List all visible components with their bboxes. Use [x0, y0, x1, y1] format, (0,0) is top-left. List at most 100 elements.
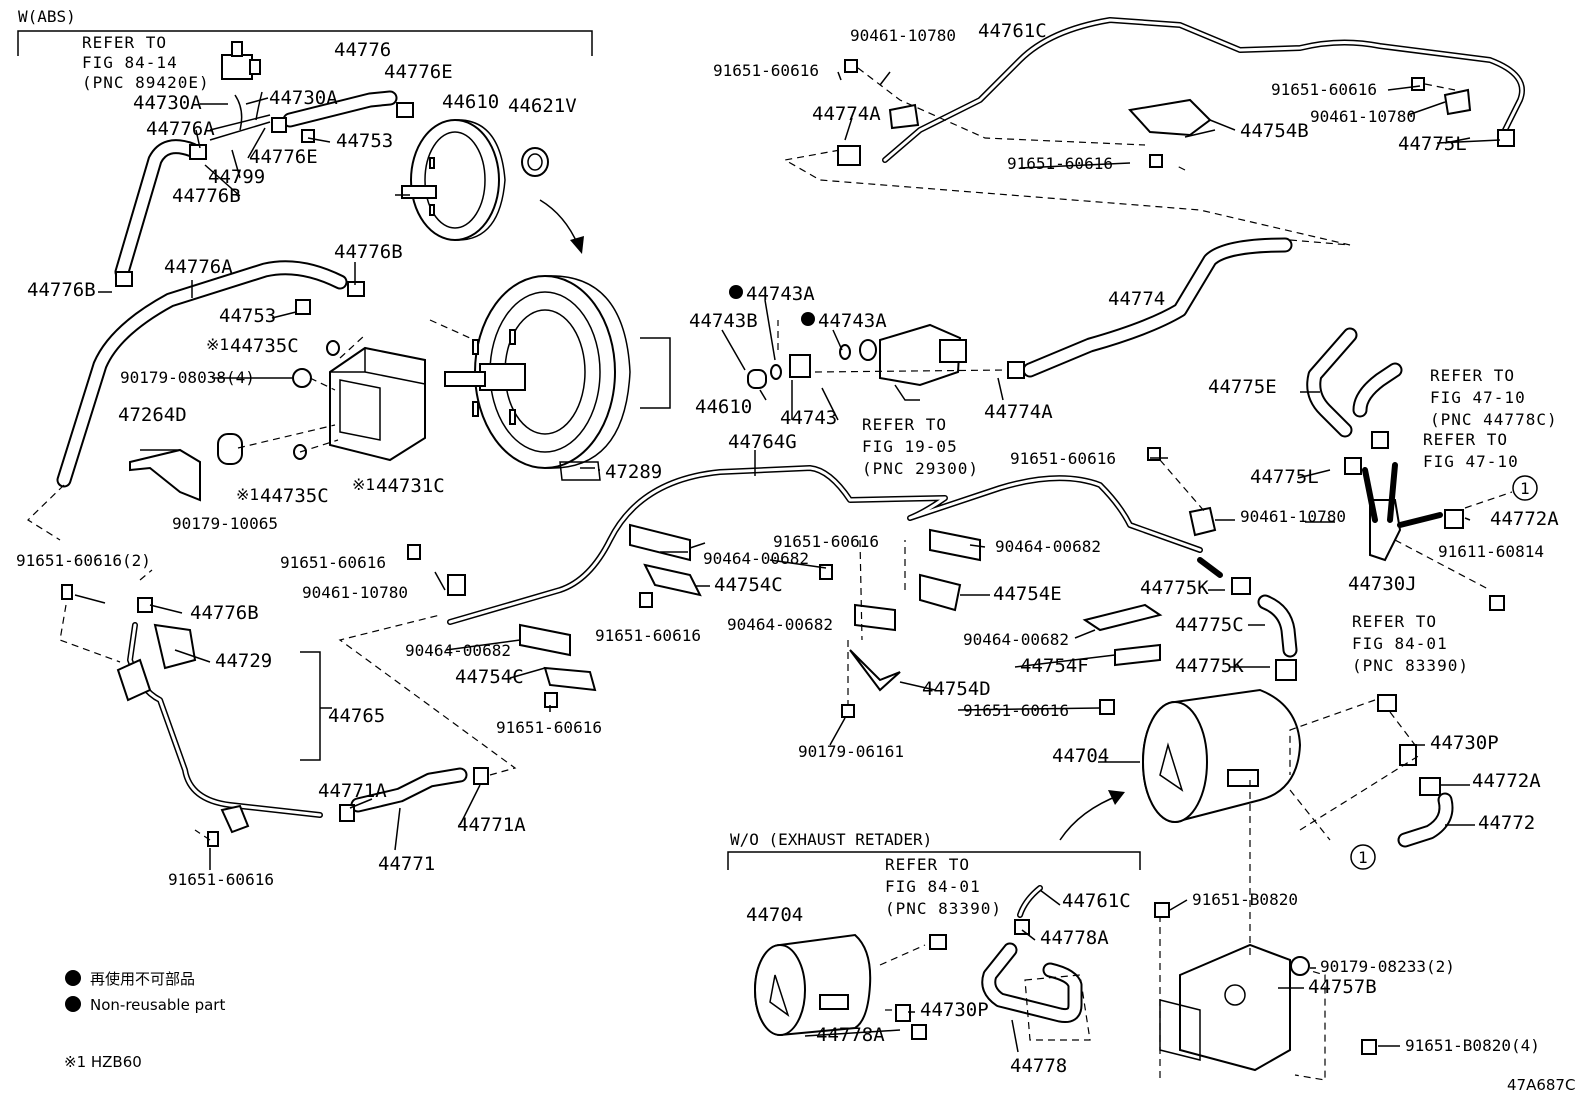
label-90461-10780-d: 90461-10780: [302, 583, 408, 602]
ref-fig19-05-l3: (PNC 29300): [862, 459, 979, 478]
label-44757b: 44757B: [1308, 976, 1377, 998]
ref-fig84-01b-l1: REFER TO: [885, 855, 970, 874]
label-44743a-a: 44743A: [746, 283, 815, 305]
label-44754d: 44754D: [922, 678, 991, 700]
label-44774a-b: 44774A: [812, 103, 881, 125]
bracket-44754f: [1114, 643, 1161, 667]
label-44776b-d: 44776B: [190, 602, 259, 624]
legend-en: Non-reusable part: [90, 996, 225, 1014]
nonreusable-dot-b: [801, 312, 815, 326]
label-44778a-a: 44778A: [1040, 927, 1109, 949]
label-44704-a: 44704: [1052, 745, 1109, 767]
label-91651-60616-f: 91651-60616: [595, 626, 701, 645]
seal-ring: [521, 147, 549, 177]
label-44729: 44729: [215, 650, 272, 672]
label-44776a-b: 44776A: [164, 256, 233, 278]
ref-fig47-10b-l1: REFER TO: [1423, 430, 1508, 449]
clamp-90461-c: [1188, 506, 1217, 537]
clamp-90464-e: [1082, 603, 1163, 632]
label-44754c-b: 44754C: [455, 666, 524, 688]
label-44743b: 44743B: [689, 310, 758, 332]
legend-dot-jp: [65, 970, 81, 986]
label-44776b-a: 44776B: [172, 185, 241, 207]
label-44730a-a: 44730A: [133, 92, 202, 114]
label-44753-a: 44753: [336, 130, 393, 152]
label-91651-60616-c: 91651-60616: [1271, 80, 1377, 99]
label-90464-00682-d: 90464-00682: [727, 615, 833, 634]
label-44775l-a: 44775L: [1398, 133, 1467, 155]
legend-jp: 再使用不可部品: [90, 970, 195, 988]
clamp-44754e: [919, 528, 981, 612]
booster-leader: [640, 337, 671, 409]
label-91651-60616-d: 91651-60616: [1010, 449, 1116, 468]
label-44753-b: 44753: [219, 305, 276, 327]
vacuum-pump-29300: [859, 323, 967, 401]
label-44704-b: 44704: [746, 904, 803, 926]
brake-booster-small-view: [395, 119, 506, 241]
label-91651-60616-e: 91651-60616: [773, 532, 879, 551]
ref-fig84-14-l1: REFER TO: [82, 33, 167, 52]
ref-fig84-01b-l3: (PNC 83390): [885, 899, 1002, 918]
label-44771a-a: 44771A: [318, 780, 387, 802]
label-91651-60616-a: 91651-60616: [713, 61, 819, 80]
label-44730p-b: 44730P: [920, 999, 989, 1021]
ref-fig84-01a-l2: FIG 84-01: [1352, 634, 1448, 653]
label-44731c: 44731C: [376, 475, 445, 497]
drawing-code: 47A687C: [1507, 1076, 1575, 1094]
label-44730a-b: 44730A: [269, 87, 338, 109]
label-91651-60616-b: 91651-60616: [1007, 154, 1113, 173]
label-47264d: 47264D: [118, 404, 187, 426]
label-91611-60814: 91611-60814: [1438, 542, 1544, 561]
label-44771a-b: 44771A: [457, 814, 526, 836]
label-44776b-c: 44776B: [334, 241, 403, 263]
label-44610-mid: 44610: [695, 396, 752, 418]
label-90461-10780-b: 90461-10780: [1310, 107, 1416, 126]
brake-booster: [444, 275, 631, 469]
ref-fig47-10b-l2: FIG 47-10: [1423, 452, 1519, 471]
label-44776a-a: 44776A: [146, 118, 215, 140]
label-44730j: 44730J: [1348, 573, 1417, 595]
label-44754c-a: 44754C: [714, 574, 783, 596]
ref-fig84-14-l3: (PNC 89420E): [82, 73, 210, 92]
circle-mark-top: 1: [1520, 479, 1530, 498]
bracket-44754b: [1128, 98, 1212, 137]
label-44735c-b: 44735C: [260, 485, 329, 507]
arrow-booster: [539, 199, 579, 246]
label-90464-00682-e: 90464-00682: [405, 641, 511, 660]
exhaust-bracket: [727, 851, 1141, 870]
ref-fig19-05-l1: REFER TO: [862, 415, 947, 434]
section-with-abs: W(ABS): [18, 7, 76, 26]
label-90179-06161: 90179-06161: [798, 742, 904, 761]
bracket-44757b: [1159, 943, 1291, 1072]
label-44775e: 44775E: [1208, 376, 1277, 398]
label-44776b-b: 44776B: [27, 279, 96, 301]
section-without-exhaust-retarder: W/O (EXHAUST RETADER): [730, 830, 932, 849]
label-44771: 44771: [378, 853, 435, 875]
bracket-47264d: [129, 448, 201, 502]
label-44776: 44776: [334, 39, 391, 61]
label-44772a-b: 44772A: [1472, 770, 1541, 792]
label-44765: 44765: [328, 705, 385, 727]
label-44774: 44774: [1108, 288, 1165, 310]
ref-fig47-10a-l2: FIG 47-10: [1430, 388, 1526, 407]
label-44774a-a: 44774A: [984, 401, 1053, 423]
legend-footnote: ※1 HZB60: [64, 1053, 142, 1071]
label-91651-b0820-b: 91651-B0820(4): [1405, 1036, 1540, 1055]
plug-44743b: [747, 369, 767, 389]
label-90461-10780-c: 90461-10780: [1240, 507, 1346, 526]
label-44799: 44799: [208, 166, 265, 188]
label-91651-60616-h: 91651-60616: [280, 553, 386, 572]
label-91651-b0820-a: 91651-B0820: [1192, 890, 1298, 909]
arrow-tank: [1059, 794, 1121, 841]
nut-90179: [292, 368, 312, 388]
union-44743: [789, 354, 811, 378]
label-44772a-a: 44772A: [1490, 508, 1559, 530]
label-44776e-a: 44776E: [384, 61, 453, 83]
with-abs-bracket: [17, 30, 593, 56]
ref-fig84-14-l2: FIG 84-14: [82, 53, 178, 72]
label-44778a-b: 44778A: [816, 1024, 885, 1046]
label-44761c-b: 44761C: [1062, 890, 1131, 912]
vacuum-tank-44704: [1142, 688, 1302, 823]
note-mark-a: ※1: [206, 335, 229, 354]
